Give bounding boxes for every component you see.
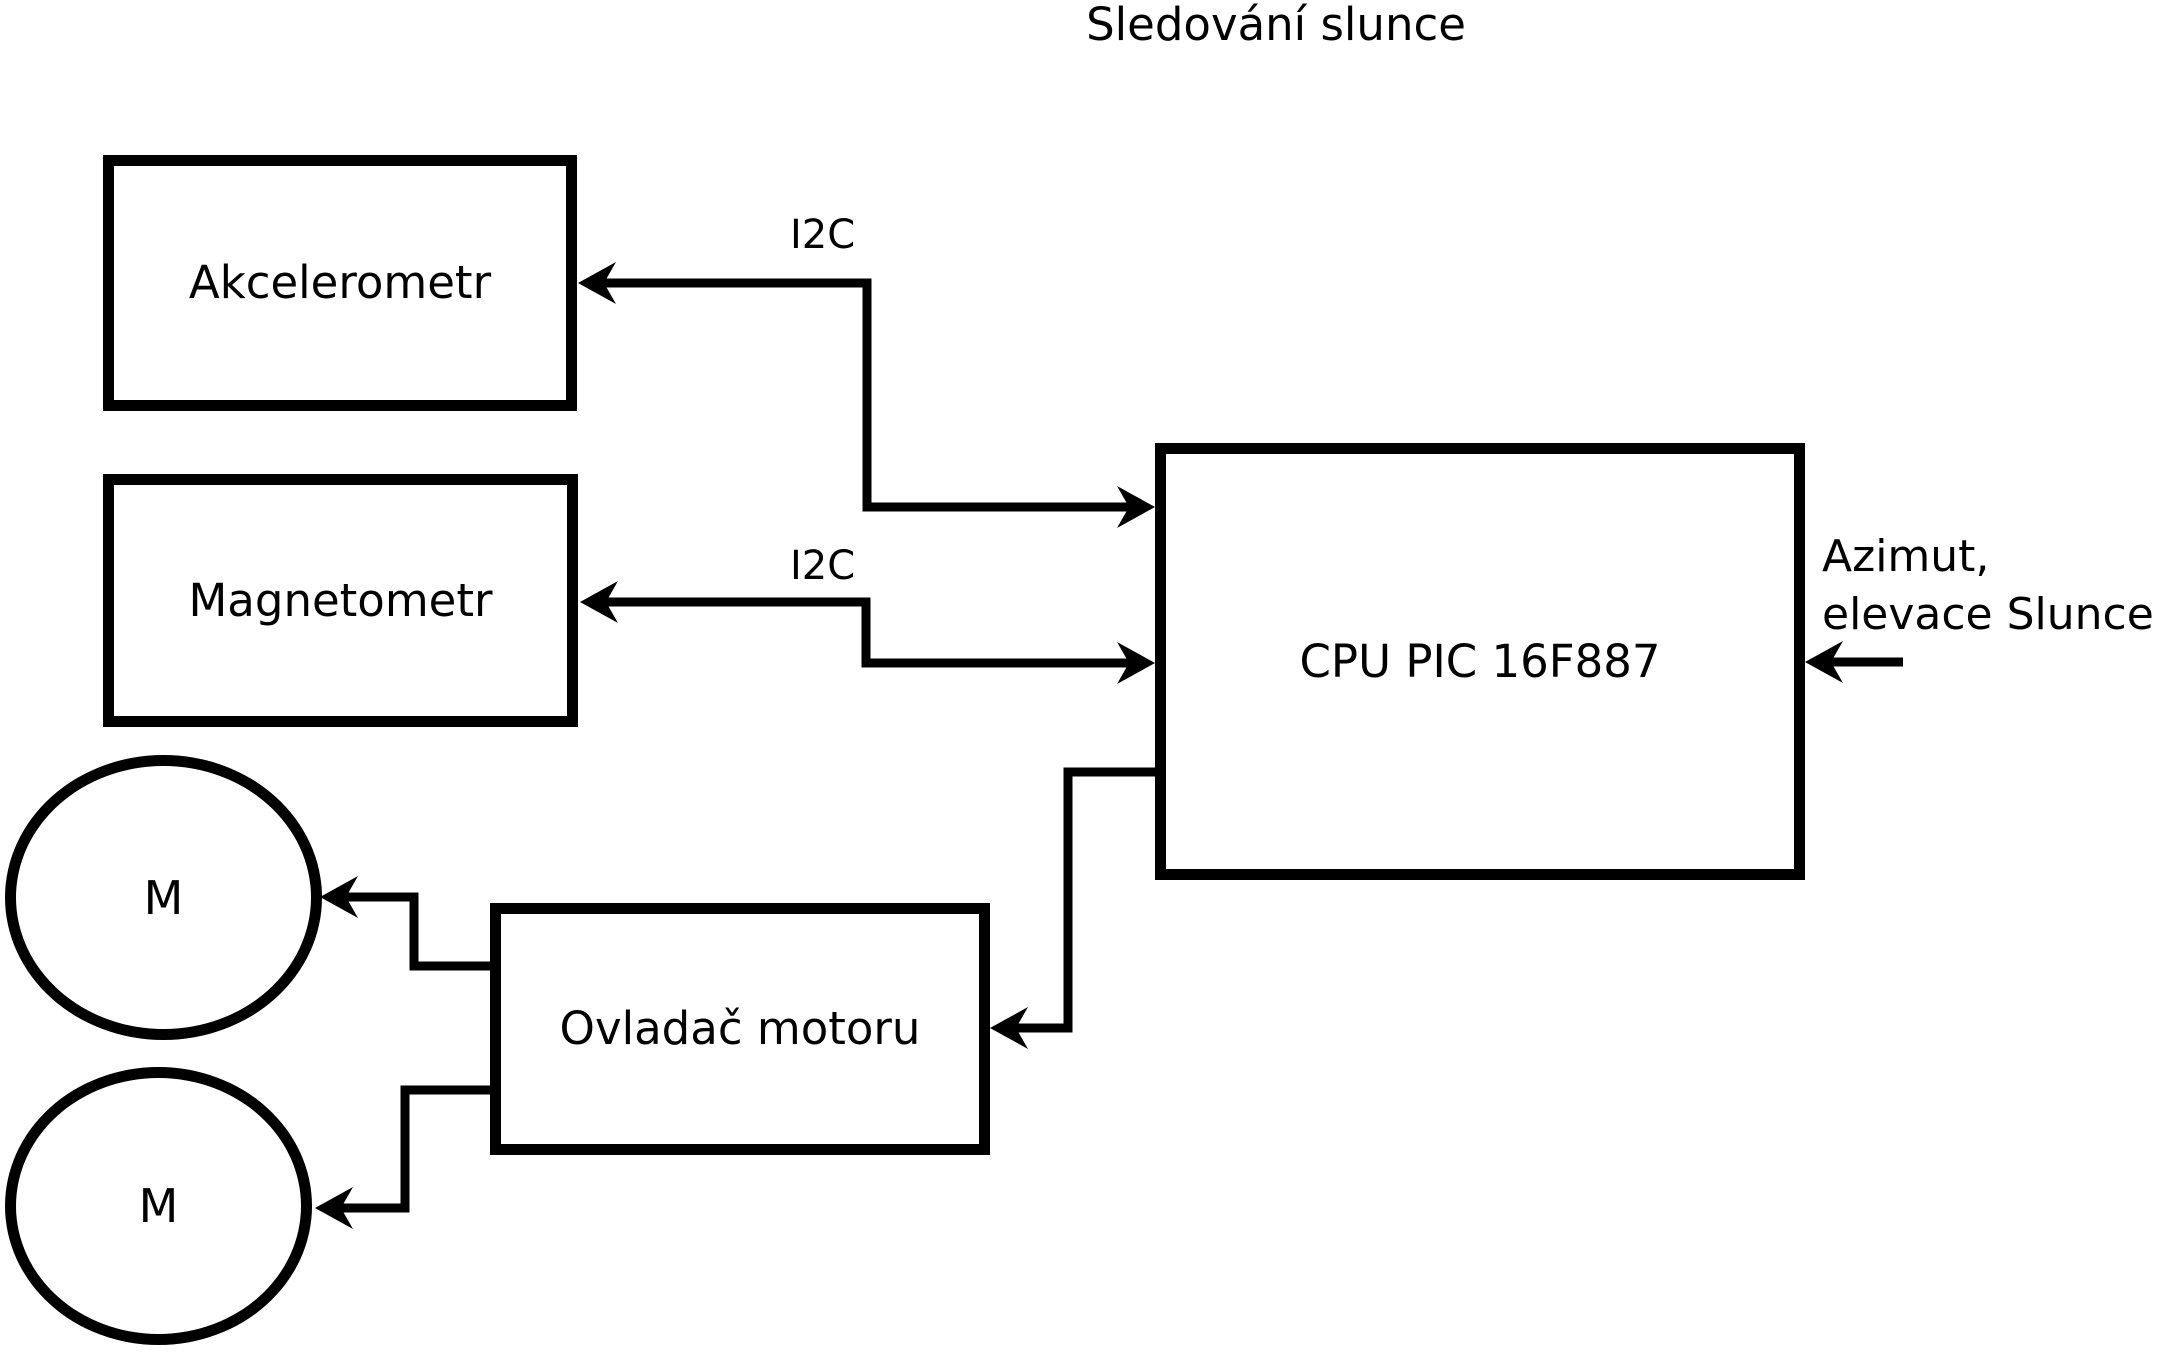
connector-cpu-akcelerometr — [604, 278, 1129, 512]
block-motor-controller-label: Ovladač motoru — [559, 1002, 921, 1056]
connector-cpu-magnetometr — [606, 597, 1129, 668]
motor-circle-2: M — [5, 1067, 312, 1345]
motor-2-label: M — [138, 1179, 179, 1233]
arrowhead-into-akcelerometr — [578, 262, 616, 304]
block-cpu-label: CPU PIC 16F887 — [1299, 634, 1661, 688]
arrowhead-into-motor-1 — [320, 876, 358, 918]
block-magnetometr: Magnetometr — [103, 474, 578, 727]
bus-label-i2c-magnetometr: I2C — [790, 543, 856, 589]
arrowhead-into-magnetometr — [580, 581, 618, 623]
connector-ovladac-motor-1 — [346, 892, 490, 971]
annotation-azimut-line2: elevace Slunce — [1822, 589, 2154, 640]
arrowhead-into-ovladac — [990, 1007, 1028, 1049]
block-motor-controller: Ovladač motoru — [490, 903, 990, 1155]
arrowhead-into-cpu-top — [1117, 486, 1155, 528]
block-magnetometr-label: Magnetometr — [188, 573, 493, 627]
arrowhead-into-cpu-middle — [1117, 642, 1155, 684]
connector-ovladac-motor-2 — [341, 1085, 490, 1213]
block-akcelerometr: Akcelerometr — [103, 155, 577, 411]
bus-label-i2c-akcelerometr: I2C — [790, 212, 856, 258]
motor-circle-1: M — [5, 755, 322, 1040]
annotation-azimut-line1: Azimut, — [1822, 531, 1990, 582]
motor-1-label: M — [143, 870, 184, 925]
block-akcelerometr-label: Akcelerometr — [188, 256, 492, 310]
arrowhead-into-cpu-right — [1805, 641, 1843, 683]
annotation-azimut-elevace: Azimut, elevace Slunce — [1822, 528, 2154, 644]
diagram-title: Sledování slunce — [1086, 0, 1466, 51]
block-cpu: CPU PIC 16F887 — [1155, 443, 1805, 880]
arrowhead-into-motor-2 — [315, 1187, 353, 1229]
connector-cpu-ovladac — [1016, 767, 1155, 1033]
